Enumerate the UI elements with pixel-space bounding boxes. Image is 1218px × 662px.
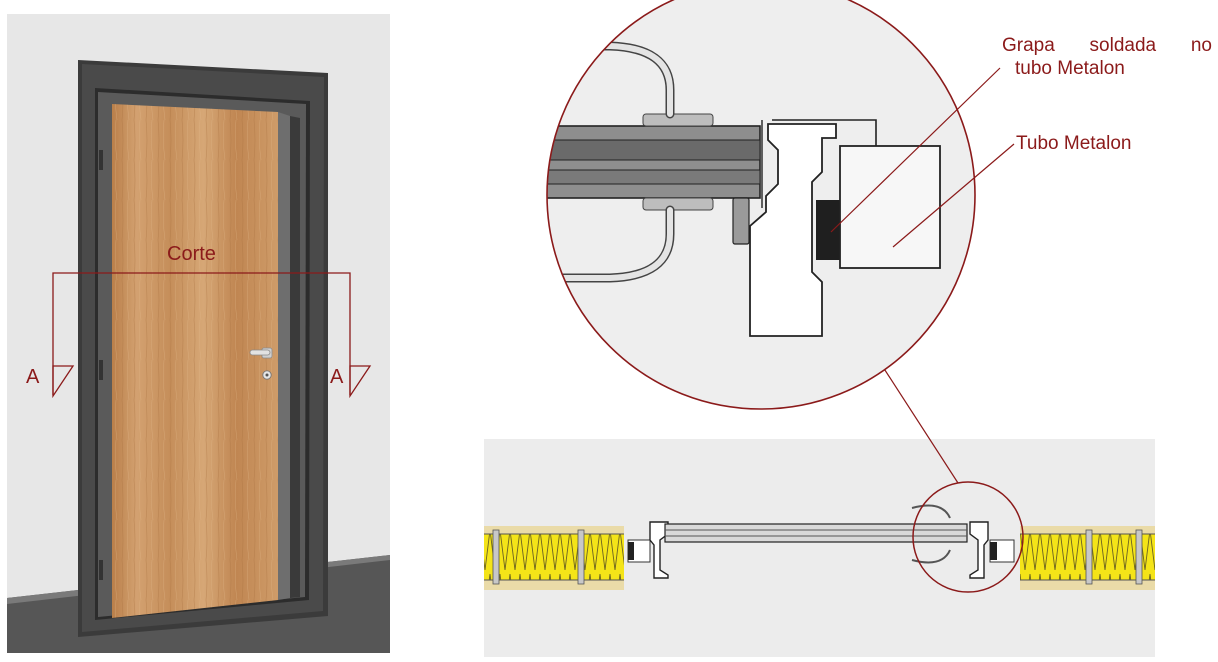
metalon-tube xyxy=(839,145,941,269)
section-mark-left: A xyxy=(26,366,40,388)
plan-section-view xyxy=(484,439,1155,657)
detail-circle-outline xyxy=(546,0,976,410)
handle-rose-top xyxy=(642,113,714,127)
enlarged-detail xyxy=(546,0,976,410)
hinge xyxy=(99,560,103,580)
hinge xyxy=(99,150,103,170)
door-perspective-view xyxy=(7,14,390,653)
door-leaf-section xyxy=(664,523,968,543)
section-mark-right: A xyxy=(330,366,344,388)
detail-leader-line xyxy=(871,349,959,484)
callout-clip-line1: Grapa soldada no xyxy=(1002,35,1212,56)
callout-leader-tube xyxy=(892,143,1015,248)
door-frame-right xyxy=(969,521,989,579)
welded-clip xyxy=(816,200,842,260)
latch-hinge xyxy=(732,197,750,245)
door-handle xyxy=(249,347,273,380)
callout-metalon-tube: Tubo Metalon xyxy=(1016,133,1132,154)
detail-marker-circle xyxy=(912,481,1024,593)
door-leaf-detail xyxy=(547,125,761,199)
door-frame-profile xyxy=(749,123,837,337)
section-title: Corte xyxy=(167,243,216,265)
hinge xyxy=(99,360,103,380)
section-cut-line xyxy=(52,272,372,399)
wall-left xyxy=(484,526,624,590)
callout-leader-clip xyxy=(830,67,1001,233)
callout-clip-line2: tubo Metalon xyxy=(1015,58,1125,79)
callout-welded-clip: Grapa soldada no tubo Metalon xyxy=(1002,34,1212,80)
wall-right xyxy=(1020,526,1155,590)
handle-rose-bottom xyxy=(642,197,714,211)
